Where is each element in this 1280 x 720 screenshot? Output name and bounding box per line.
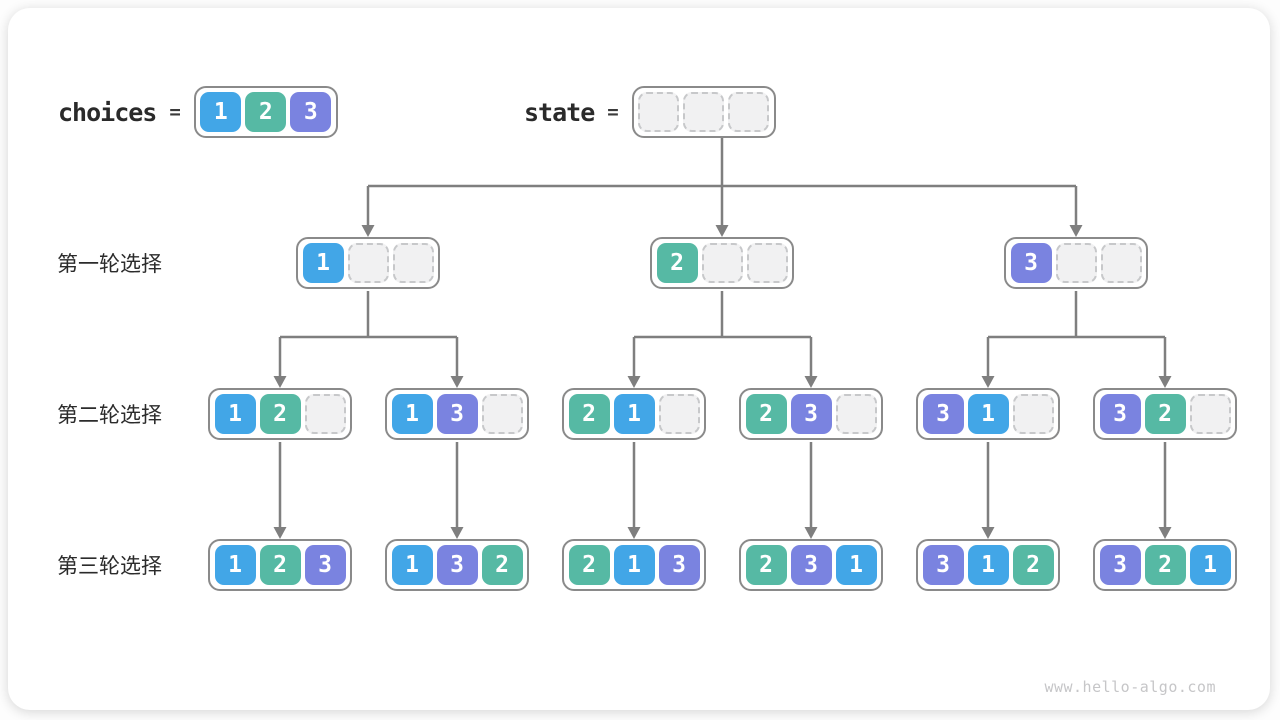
tree-node-round1-1: 1 [296, 237, 440, 289]
round-3-label: 第三轮选择 [57, 554, 162, 578]
state-label: state [524, 97, 595, 127]
value-cell-2: 2 [745, 394, 787, 434]
value-cell-3: 3 [1099, 394, 1141, 434]
equals-sign: = [607, 101, 619, 123]
state-group: state = [524, 86, 776, 138]
value-cell-2: 2 [1144, 394, 1186, 434]
value-cell-3: 3 [1099, 545, 1141, 585]
value-cell-3: 3 [290, 92, 332, 132]
value-cell-1: 1 [967, 394, 1009, 434]
value-cell-1: 1 [391, 394, 433, 434]
empty-cell [658, 394, 700, 434]
value-cell-2: 2 [568, 394, 610, 434]
value-cell-3: 3 [922, 394, 964, 434]
value-cell-1: 1 [1189, 545, 1231, 585]
tree-node-round1-3: 3 [1004, 237, 1148, 289]
value-cell-3: 3 [658, 545, 700, 585]
empty-cell [481, 394, 523, 434]
value-cell-2: 2 [245, 92, 287, 132]
value-cell-1: 1 [391, 545, 433, 585]
value-cell-2: 2 [568, 545, 610, 585]
empty-cell [728, 92, 770, 132]
tree-node-round1-2: 2 [650, 237, 794, 289]
value-cell-2: 2 [1012, 545, 1054, 585]
value-cell-1: 1 [613, 545, 655, 585]
equals-sign: = [169, 101, 181, 123]
empty-cell [304, 394, 346, 434]
value-cell-2: 2 [745, 545, 787, 585]
value-cell-3: 3 [790, 545, 832, 585]
empty-cell [683, 92, 725, 132]
empty-cell [1189, 394, 1231, 434]
value-cell-1: 1 [835, 545, 877, 585]
value-cell-1: 1 [613, 394, 655, 434]
empty-cell [835, 394, 877, 434]
value-cell-2: 2 [1144, 545, 1186, 585]
empty-cell [701, 243, 743, 283]
value-cell-2: 2 [481, 545, 523, 585]
value-cell-3: 3 [922, 545, 964, 585]
round-2-label: 第二轮选择 [57, 403, 162, 427]
empty-cell [1055, 243, 1097, 283]
value-cell-2: 2 [259, 394, 301, 434]
value-cell-3: 3 [436, 545, 478, 585]
value-cell-1: 1 [200, 92, 242, 132]
value-cell-3: 3 [1010, 243, 1052, 283]
empty-cell [638, 92, 680, 132]
empty-cell [1100, 243, 1142, 283]
state-array [631, 86, 776, 138]
value-cell-1: 1 [214, 545, 256, 585]
empty-cell [746, 243, 788, 283]
value-cell-2: 2 [259, 545, 301, 585]
value-cell-1: 1 [967, 545, 1009, 585]
value-cell-3: 3 [304, 545, 346, 585]
choices-label: choices [58, 97, 157, 127]
watermark: www.hello-algo.com [1044, 678, 1216, 696]
empty-cell [1012, 394, 1054, 434]
round-1-label: 第一轮选择 [57, 252, 162, 276]
empty-cell [392, 243, 434, 283]
value-cell-1: 1 [302, 243, 344, 283]
value-cell-1: 1 [214, 394, 256, 434]
value-cell-3: 3 [436, 394, 478, 434]
empty-cell [347, 243, 389, 283]
value-cell-3: 3 [790, 394, 832, 434]
value-cell-2: 2 [656, 243, 698, 283]
